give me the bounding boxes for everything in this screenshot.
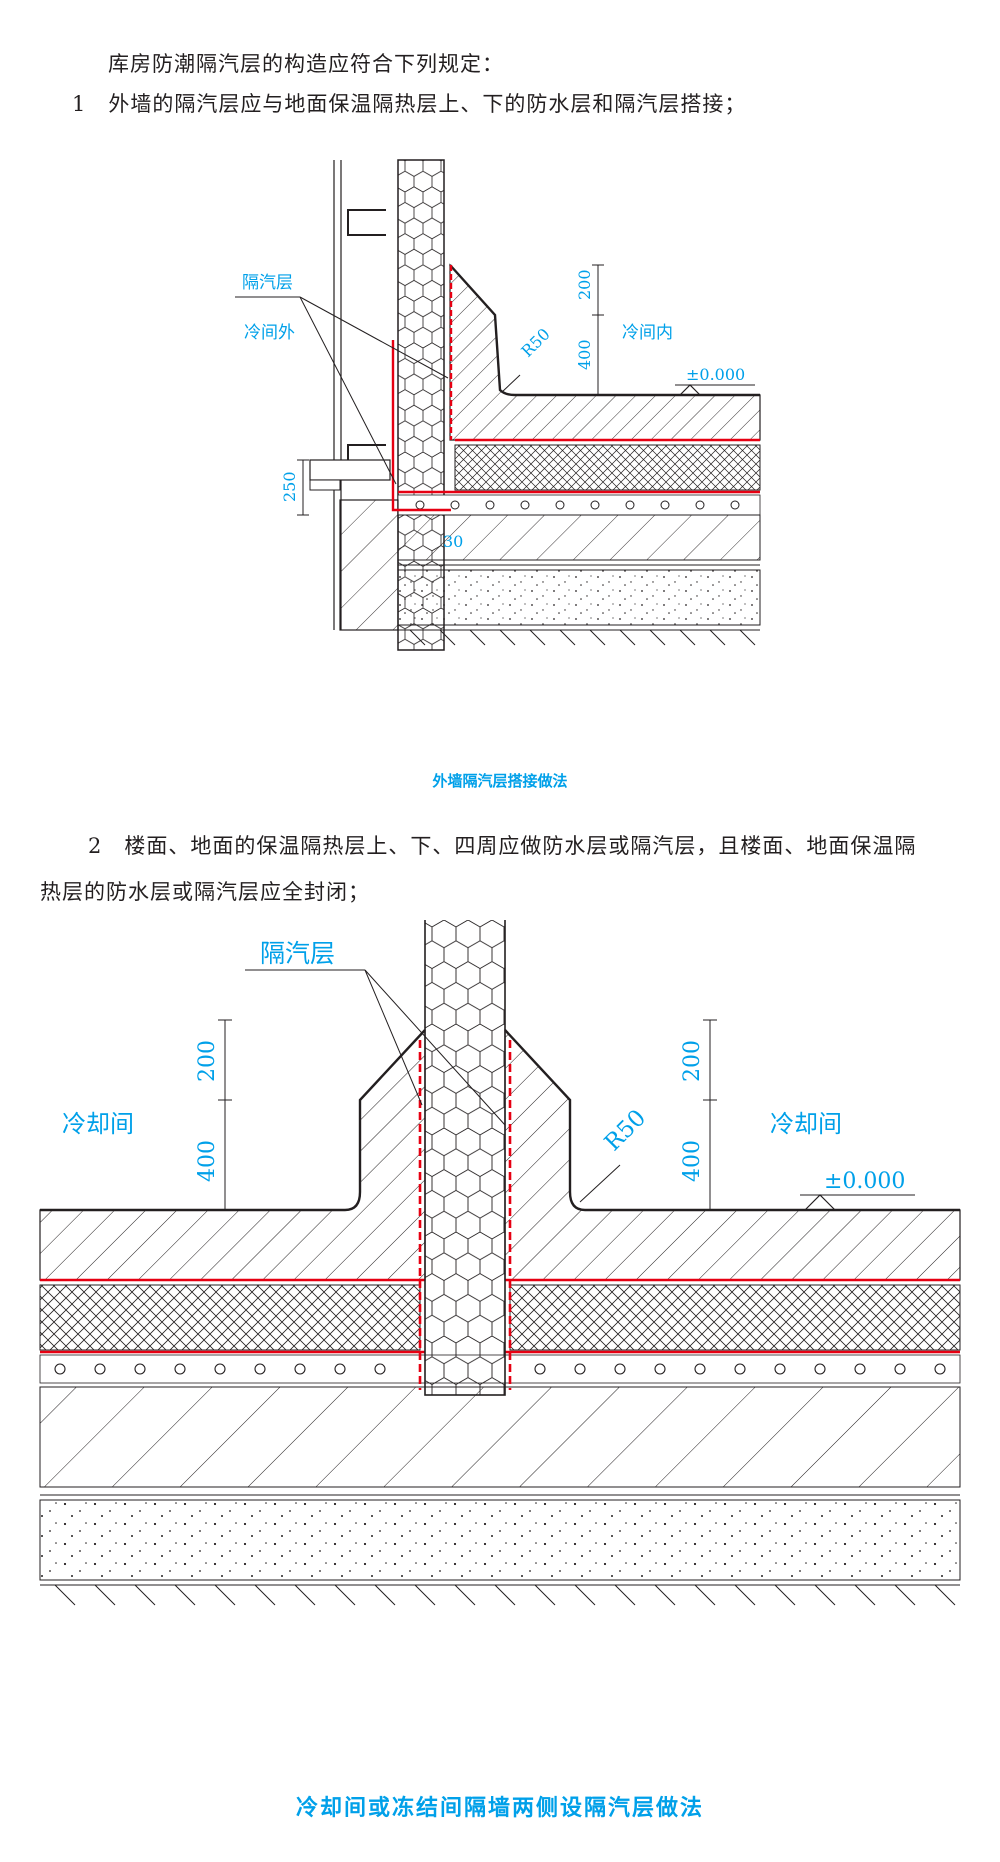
fig2-label-vapor: 隔汽层: [260, 939, 335, 968]
fig2-dim-400-left: 400: [195, 1140, 220, 1182]
intro-text: 库房防潮隔汽层的构造应符合下列规定：: [108, 52, 504, 76]
fig1-dim-200: 200: [575, 269, 594, 300]
fig1-dim-250: 250: [280, 471, 299, 502]
fig2-dim-200-right: 200: [680, 1040, 705, 1082]
fig1-label-radius: R50: [517, 324, 553, 360]
fig1-label-inside: 冷间内: [622, 323, 673, 343]
fig2-elevation: ±0.000: [824, 1169, 905, 1194]
fig1-dim-30: 30: [443, 532, 463, 551]
fig2-label-left-room: 冷却间: [62, 1110, 134, 1138]
fig2-dim-200-left: 200: [195, 1040, 220, 1082]
fig2-label-radius: R50: [600, 1105, 651, 1156]
fig2-dim-400-right: 400: [680, 1140, 705, 1182]
item-1-text: 1 外墙的隔汽层应与地面保温隔热层上、下的防水层和隔汽层搭接；: [72, 92, 747, 116]
figure-partition-wall-detail: 隔汽层 冷却间 冷却间 R50 200 400 200 400 ±0.000: [39, 920, 961, 1606]
figure-1-caption: 外墙隔汽层搭接做法: [432, 772, 568, 790]
fig2-label-right-room: 冷却间: [770, 1110, 842, 1138]
fig1-label-vapor: 隔汽层: [242, 273, 293, 293]
fig1-dim-400: 400: [575, 339, 594, 370]
figure-2-caption: 冷却间或冻结间隔墙两侧设隔汽层做法: [295, 1796, 704, 1821]
item-2-text-line2: 热层的防水层或隔汽层应全封闭；: [40, 880, 370, 904]
item-2-text-line1: 2 楼面、地面的保温隔热层上、下、四周应做防水层或隔汽层，且楼面、地面保温隔: [88, 834, 917, 858]
fig1-elevation: ±0.000: [686, 365, 745, 384]
figure-exterior-wall-detail: 隔汽层 冷间外 冷间内 R50 200 400 250 30 ±0.000: [235, 159, 761, 651]
fig1-label-outside: 冷间外: [244, 323, 295, 343]
